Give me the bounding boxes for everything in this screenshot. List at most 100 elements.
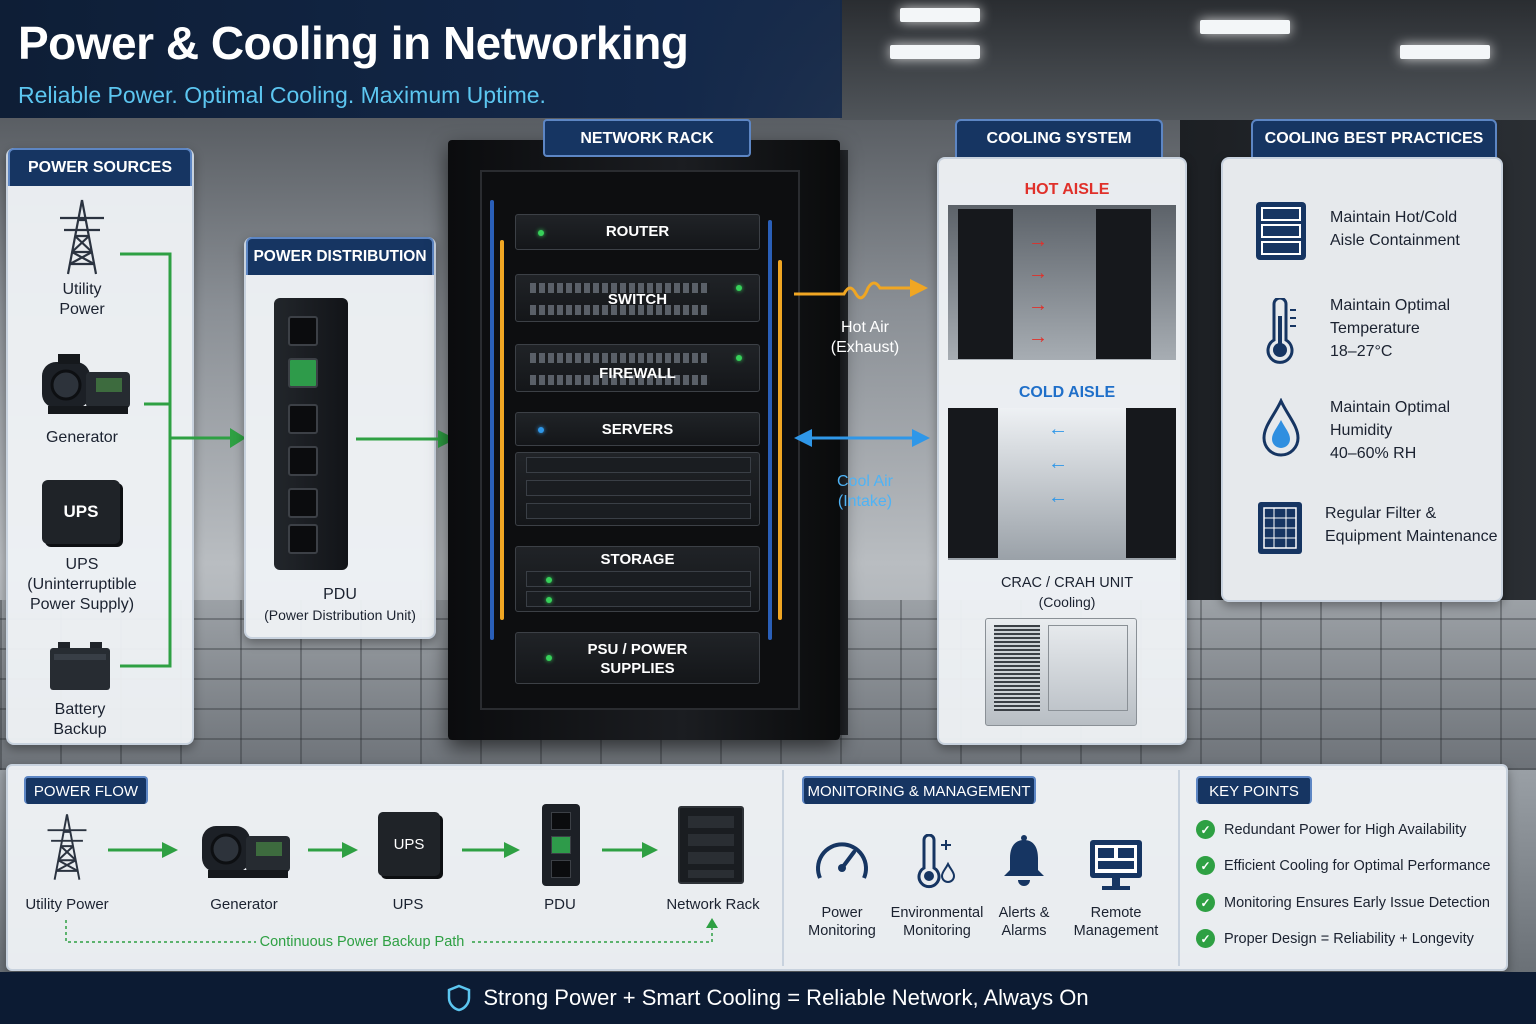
power-tower-icon <box>60 199 104 275</box>
router-device: ROUTER <box>515 214 760 250</box>
water-drop-icon <box>1262 398 1300 457</box>
shield-icon <box>448 984 471 1012</box>
hot-air-arrow <box>794 279 928 300</box>
hot-air-arrows-icon: →→→→ <box>1028 230 1048 348</box>
firewall-device: FIREWALL <box>515 344 760 392</box>
power-tower-icon <box>47 814 87 880</box>
ceiling-light <box>900 8 980 22</box>
gauge-icon <box>816 842 868 879</box>
flow-step-label: Generator <box>210 896 278 913</box>
network-rack-tab: NETWORK RACK <box>543 119 751 157</box>
best-practice-text: Maintain Optimal Humidity 40–60% RH <box>1330 399 1451 462</box>
power-distribution-tab: POWER DISTRIBUTION <box>246 237 434 275</box>
servers-device: SERVERS <box>515 412 760 446</box>
psu-label: PSU / POWER SUPPLIES <box>587 641 688 677</box>
power-sources-tab: POWER SOURCES <box>8 148 192 186</box>
monitor-icon <box>1090 840 1142 890</box>
bell-icon <box>1004 835 1044 886</box>
page-subtitle: Reliable Power. Optimal Cooling. Maximum… <box>18 82 546 108</box>
pdu-to-rack-arrow <box>356 430 456 448</box>
monitoring-label: Alerts & Alarms <box>998 905 1050 939</box>
best-practices-tab: COOLING BEST PRACTICES <box>1251 119 1497 157</box>
ceiling <box>840 0 1536 120</box>
cold-aisle-image: ←←← <box>948 408 1176 560</box>
monitoring-tab: MONITORING & MANAGEMENT <box>802 776 1036 804</box>
thermometer-icon <box>917 834 956 889</box>
power-sources-connector <box>120 252 246 668</box>
footer-banner: Strong Power + Smart Cooling = Reliable … <box>0 972 1536 1024</box>
cool-air-arrow <box>794 429 930 447</box>
divider <box>1178 770 1180 966</box>
power-flow-tab: POWER FLOW <box>24 776 148 804</box>
firewall-label: FIREWALL <box>599 365 676 382</box>
pdu-label: PDU <box>323 586 357 603</box>
hot-aisle-label: HOT AISLE <box>1024 181 1110 198</box>
server-chassis <box>515 452 760 526</box>
battery-icon <box>50 642 110 690</box>
footer-text: Strong Power + Smart Cooling = Reliable … <box>483 985 1089 1010</box>
switch-device: SWITCH <box>515 274 760 322</box>
rack-cable <box>500 240 504 620</box>
hot-air-label: Hot Air (Exhaust) <box>830 319 900 356</box>
switch-label: SWITCH <box>607 291 668 308</box>
server-stack-icon <box>1256 202 1306 260</box>
ups-badge: UPS <box>393 835 425 853</box>
key-points-tab: KEY POINTS <box>1196 776 1312 804</box>
key-point-text: Redundant Power for High Availability <box>1224 821 1467 838</box>
check-icon: ✓ <box>1196 893 1215 912</box>
best-practice-text: Maintain Optimal Temperature 18–27°C <box>1330 297 1451 360</box>
pdu-sublabel: (Power Distribution Unit) <box>264 607 416 623</box>
backup-path-label: Continuous Power Backup Path <box>259 934 465 950</box>
check-icon: ✓ <box>1196 856 1215 875</box>
best-practice-text: Regular Filter & Equipment Maintenance <box>1325 505 1498 545</box>
header-banner: Power & Cooling in Networking Reliable P… <box>0 0 842 118</box>
pdu-icon <box>274 298 348 570</box>
key-point-text: Proper Design = Reliability + Longevity <box>1224 930 1474 947</box>
filter-icon <box>1258 502 1302 554</box>
flow-step-label: PDU <box>544 896 576 913</box>
power-flow-arrows <box>108 842 658 858</box>
generator-icon <box>202 826 290 878</box>
key-point-text: Efficient Cooling for Optimal Performanc… <box>1224 857 1491 874</box>
thermometer-icon <box>1266 298 1296 364</box>
storage-device: STORAGE <box>515 546 760 612</box>
rack-cable <box>778 260 782 620</box>
check-icon: ✓ <box>1196 820 1215 839</box>
ceiling-light <box>1200 20 1290 34</box>
generator-icon <box>42 354 130 414</box>
cool-air-label: Cool Air (Intake) <box>836 473 894 510</box>
ceiling-light <box>890 45 980 59</box>
crac-unit-icon <box>985 618 1137 726</box>
monitoring-label: Environmental Monitoring <box>890 905 984 939</box>
key-point-item: ✓ Proper Design = Reliability + Longevit… <box>1196 929 1474 948</box>
rack-cable <box>768 220 772 640</box>
key-point-item: ✓ Redundant Power for High Availability <box>1196 820 1466 839</box>
crac-sublabel: (Cooling) <box>1038 594 1096 610</box>
rack-cable <box>490 200 494 640</box>
cold-air-arrows-icon: ←←← <box>1048 418 1068 508</box>
flow-step-label: UPS <box>392 896 424 913</box>
flow-step-label: Network Rack <box>666 896 760 913</box>
divider <box>782 770 784 966</box>
network-rack-icon <box>678 806 744 884</box>
page-title: Power & Cooling in Networking <box>18 17 689 69</box>
generator-label: Generator <box>45 429 119 446</box>
check-icon: ✓ <box>1196 929 1215 948</box>
ups-icon: UPS <box>42 480 120 544</box>
storage-label: STORAGE <box>600 551 675 568</box>
router-label: ROUTER <box>605 223 670 240</box>
monitoring-label: Remote Management <box>1073 905 1159 939</box>
crac-label: CRAC / CRAH UNIT <box>1000 575 1134 591</box>
best-practice-text: Maintain Hot/Cold Aisle Containment <box>1330 209 1460 249</box>
key-point-item: ✓ Efficient Cooling for Optimal Performa… <box>1196 856 1491 875</box>
utility-power-label: Utility Power <box>59 281 105 318</box>
cooling-system-tab: COOLING SYSTEM <box>955 119 1163 157</box>
key-point-item: ✓ Monitoring Ensures Early Issue Detecti… <box>1196 893 1490 912</box>
backup-path-line <box>65 918 718 943</box>
hot-aisle-image: →→→→ <box>948 205 1176 360</box>
servers-label: SERVERS <box>601 421 674 438</box>
key-point-text: Monitoring Ensures Early Issue Detection <box>1224 894 1490 911</box>
ups-icon: UPS <box>378 812 440 876</box>
cold-aisle-label: COLD AISLE <box>1018 384 1116 401</box>
monitoring-label: Power Monitoring <box>808 905 876 939</box>
